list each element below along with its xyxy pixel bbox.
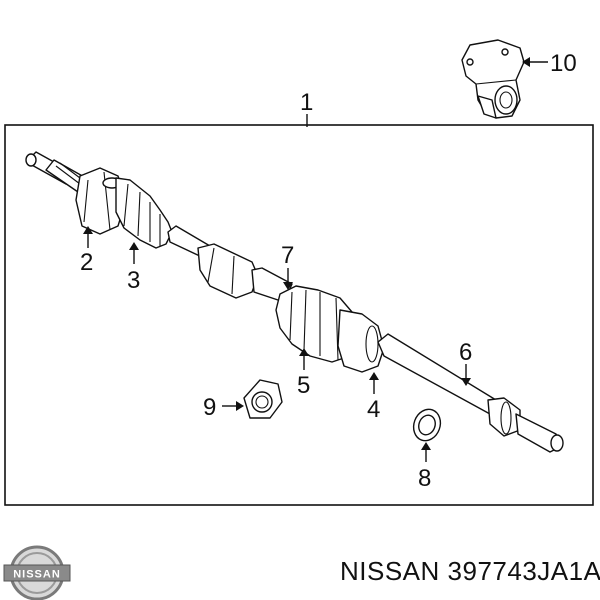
callout-3: 3 xyxy=(127,267,140,294)
outer-boot xyxy=(115,177,173,249)
inner-stub-shaft xyxy=(377,333,564,453)
callout-4: 4 xyxy=(367,396,380,423)
middle-shaft xyxy=(167,225,293,303)
dust-seal xyxy=(243,379,283,419)
callout-1: 1 xyxy=(300,89,313,116)
callout-6: 6 xyxy=(459,339,472,366)
support-bracket xyxy=(461,39,525,119)
logo-brand-text: NISSAN xyxy=(13,569,61,581)
outer-stub-shaft xyxy=(25,151,87,193)
callout-2: 2 xyxy=(80,249,93,276)
callout-7: 7 xyxy=(281,242,294,269)
nissan-logo: NISSAN xyxy=(3,545,71,600)
circlip xyxy=(412,408,442,442)
inner-joint-housing xyxy=(337,309,385,373)
callout-8: 8 xyxy=(418,465,431,492)
assembly-frame xyxy=(4,124,594,506)
callout-10: 10 xyxy=(550,50,577,77)
callout-5: 5 xyxy=(297,372,310,399)
outer-joint-housing xyxy=(75,167,127,235)
callout-9: 9 xyxy=(203,394,216,421)
part-number-label: NISSAN 397743JA1A xyxy=(340,556,600,586)
